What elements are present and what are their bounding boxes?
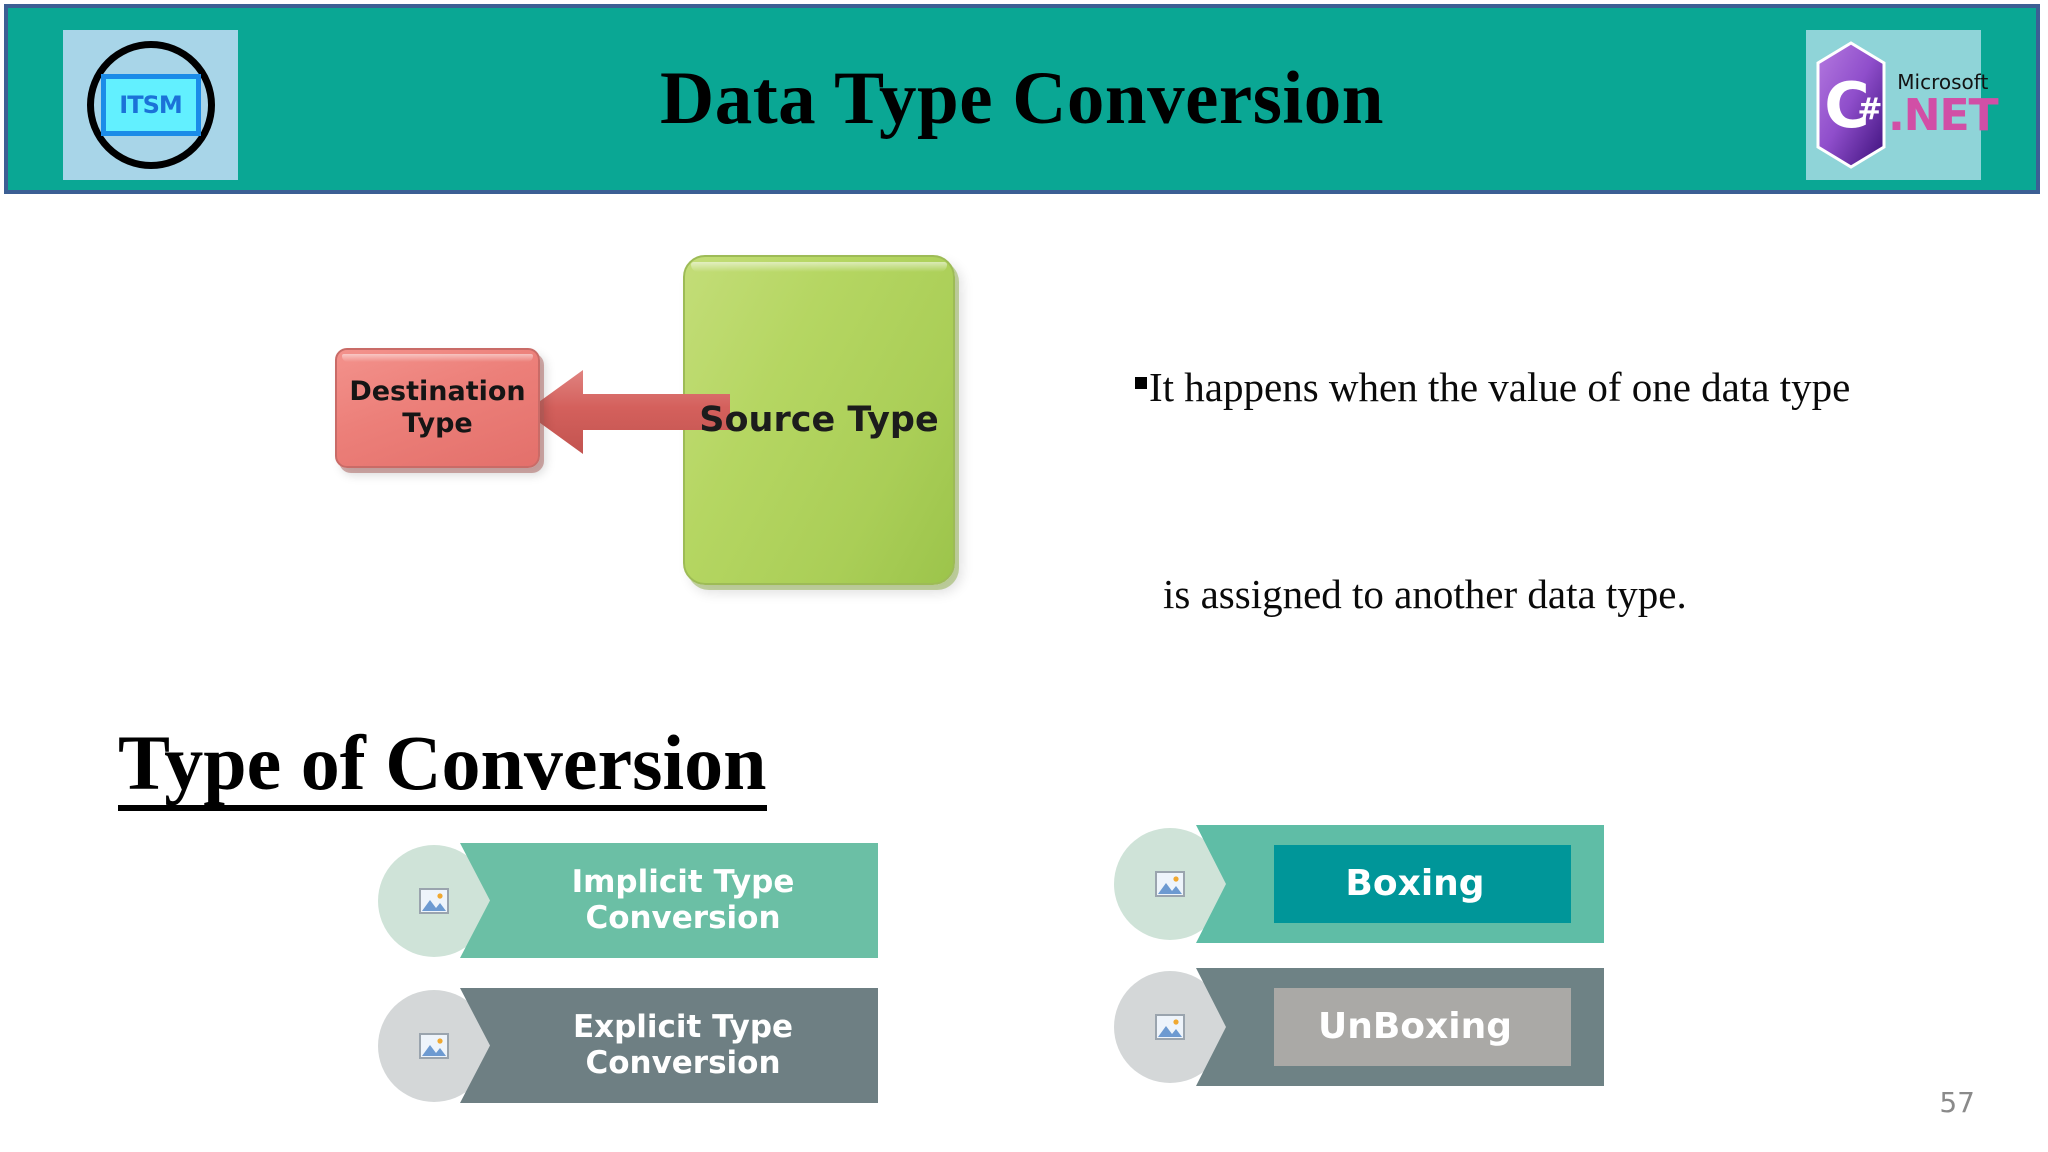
page-number: 57: [1939, 1086, 1975, 1119]
dotnet-wordmark: Microsoft .NET: [1888, 72, 2002, 138]
square-bullet-icon: [1135, 377, 1147, 389]
image-placeholder-icon: [419, 1032, 449, 1059]
banner-body-boxing: Boxing: [1196, 825, 1604, 943]
source-type-label: Source Type: [699, 400, 939, 440]
image-placeholder-icon: [419, 887, 449, 914]
page-title: Data Type Conversion: [660, 57, 1384, 140]
itsm-plate-icon: ITSM: [100, 74, 201, 136]
image-placeholder-icon: [1155, 871, 1185, 897]
slide-header-band: Data Type Conversion ITSM: [4, 4, 2040, 194]
banner-label-unboxing: UnBoxing: [1318, 1006, 1512, 1048]
destination-type-line1: Destination: [349, 376, 526, 408]
banner-inner-rect-boxing: [1274, 845, 1571, 923]
banner-label-explicit-line2: Conversion: [585, 1044, 781, 1081]
microsoft-label: Microsoft: [1897, 70, 1989, 94]
csharp-hexagon-icon: C #: [1814, 41, 1888, 169]
description-text-1: It happens when the value of one data ty…: [1149, 364, 1851, 410]
banner-body-explicit: Explicit Type Conversion: [460, 988, 878, 1103]
banner-body-unboxing: UnBoxing: [1196, 968, 1604, 1086]
banner-label-explicit-line1: Explicit Type: [572, 1008, 794, 1045]
banner-body-implicit: Implicit Type Conversion: [460, 843, 878, 958]
banner-unboxing[interactable]: UnBoxing: [1114, 968, 1604, 1086]
destination-type-line2: Type: [402, 408, 473, 439]
conversion-arrow-icon: [525, 362, 730, 462]
banner-implicit-type-conversion[interactable]: Implicit Type Conversion: [378, 843, 878, 958]
dotnet-logo: C # Microsoft .NET: [1806, 30, 1999, 180]
dotnet-label: .NET: [1888, 90, 1999, 141]
image-placeholder-icon: [1155, 1014, 1185, 1040]
destination-type-box: Destination Type: [335, 348, 540, 468]
description-line-2: is assigned to another data type.: [1163, 571, 1687, 617]
banner-boxing[interactable]: Boxing: [1114, 825, 1604, 943]
section-heading: Type of Conversion: [118, 723, 767, 811]
banner-label-implicit-line2: Conversion: [585, 899, 781, 936]
itsm-logo-text: ITSM: [119, 91, 182, 119]
banner-explicit-type-conversion[interactable]: Explicit Type Conversion: [378, 988, 878, 1103]
banner-label-explicit: Explicit Type Conversion: [545, 1008, 794, 1082]
banner-circle-implicit: [378, 844, 490, 957]
itsm-circle-icon: [86, 41, 215, 169]
source-type-box: Source Type: [683, 255, 955, 585]
banner-label-boxing: Boxing: [1345, 863, 1485, 905]
banner-label-implicit-line1: Implicit Type: [571, 863, 795, 900]
description-line-1: It happens when the value of one data ty…: [1135, 362, 1935, 413]
svg-text:C: C: [1824, 69, 1870, 142]
svg-text:#: #: [1857, 92, 1882, 127]
banner-inner-rect-unboxing: [1274, 988, 1571, 1066]
destination-type-label: Destination Type: [349, 376, 525, 440]
itsm-logo: ITSM: [63, 30, 238, 180]
banner-label-implicit: Implicit Type Conversion: [544, 863, 795, 937]
